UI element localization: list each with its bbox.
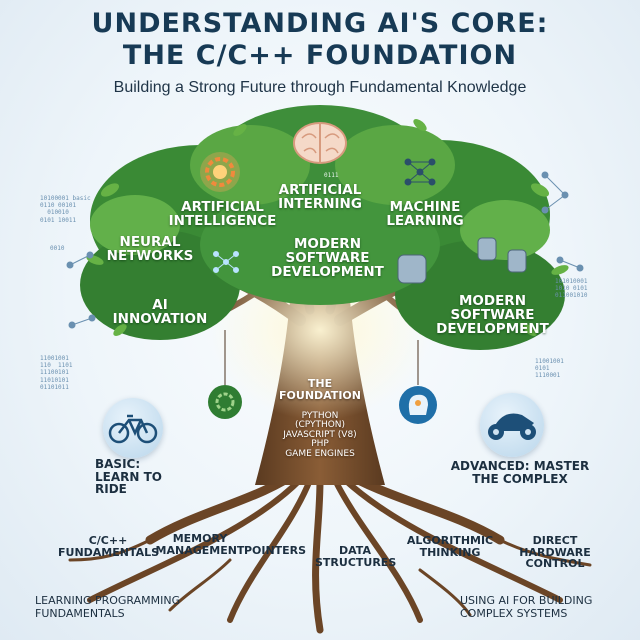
- gear-lightbulb-icon: [200, 152, 240, 192]
- label-root-memory: MEMORY MANAGEMENT: [155, 532, 245, 557]
- foundation-item: (CPYTHON): [294, 420, 346, 431]
- label-foundation-title: THE FOUNDATION: [279, 377, 361, 402]
- foundation-item: JAVASCRIPT (V8): [283, 429, 357, 440]
- network-decoration-right: [541, 171, 584, 272]
- page-title-line-2: THE C/C++ FOUNDATION: [122, 40, 518, 71]
- label-artificial-interning: ARTIFICIAL INTERNING: [278, 182, 362, 213]
- label-root-fundamentals: C/C++ FUNDAMENTALS: [58, 534, 160, 559]
- label-modern-software-right: MODERN SOFTWARE DEVELOPMENT: [436, 293, 549, 338]
- label-root-hardware: DIRECT HARDWARE CONTROL: [519, 534, 591, 571]
- page-title-line-1: UNDERSTANDING AI'S CORE:: [91, 8, 549, 39]
- label-modern-software-center: MODERN SOFTWARE DEVELOPMENT: [271, 236, 384, 281]
- label-advanced-level: ADVANCED: MASTER THE COMPLEX: [450, 459, 590, 486]
- label-artificial-intelligence: ARTIFICIAL INTELLIGENCE: [168, 199, 277, 230]
- motorcycle-icon: [488, 413, 536, 440]
- head-circuit-icon: [399, 386, 437, 424]
- binary-decoration-left-top: 10100001 basic 0110 00101 010010 0101 10…: [40, 195, 91, 224]
- label-neural-networks: NEURAL NETWORKS: [106, 234, 194, 265]
- scattered-leaves: [86, 119, 569, 336]
- label-ai-innovation: AI INNOVATION: [112, 297, 208, 328]
- foundation-list: PYTHON (CPYTHON) JAVASCRIPT (V8) PHP GAM…: [275, 411, 365, 459]
- neural-net-icon: [404, 158, 436, 186]
- neural-net-small-icon: [213, 251, 239, 273]
- binary-decoration-right-top: 101010001 1010 0101 011001010: [555, 278, 588, 300]
- footer-left-text: LEARNING PROGRAMMING FUNDAMENTALS: [35, 594, 181, 621]
- label-root-pointers: POINTERS: [243, 544, 307, 557]
- brain-binary-icon: 0111: [293, 122, 347, 179]
- gear-ornament-icon: [208, 385, 242, 419]
- foundation-item: PHP: [311, 439, 329, 450]
- bicycle-icon: [108, 414, 158, 444]
- page-subtitle: Building a Strong Future through Fundame…: [113, 79, 527, 96]
- foundation-item: GAME ENGINES: [285, 448, 355, 459]
- label-machine-learning: MACHINE LEARNING: [386, 199, 464, 230]
- robot-hands-icon: [397, 237, 527, 284]
- binary-decoration-left-low: 11001001 110 1101 11100101 11010101 0110…: [40, 355, 73, 391]
- label-root-data-structures: DATA STRUCTURES: [315, 544, 397, 569]
- label-basic-level: BASIC: LEARN TO RIDE: [95, 457, 162, 497]
- label-root-algorithmic: ALGORITHMIC THINKING: [406, 534, 494, 559]
- svg-text:0111: 0111: [324, 172, 339, 179]
- binary-decoration-right-low: 11001001 0101 1110001: [535, 358, 564, 380]
- foundation-item: PYTHON: [301, 411, 339, 421]
- tree-canopy: [80, 105, 565, 350]
- network-decoration-left: [66, 251, 96, 329]
- binary-decoration-left-mid: 0010: [50, 245, 65, 252]
- footer-right-text: USING AI FOR BUILDING COMPLEX SYSTEMS: [460, 594, 593, 621]
